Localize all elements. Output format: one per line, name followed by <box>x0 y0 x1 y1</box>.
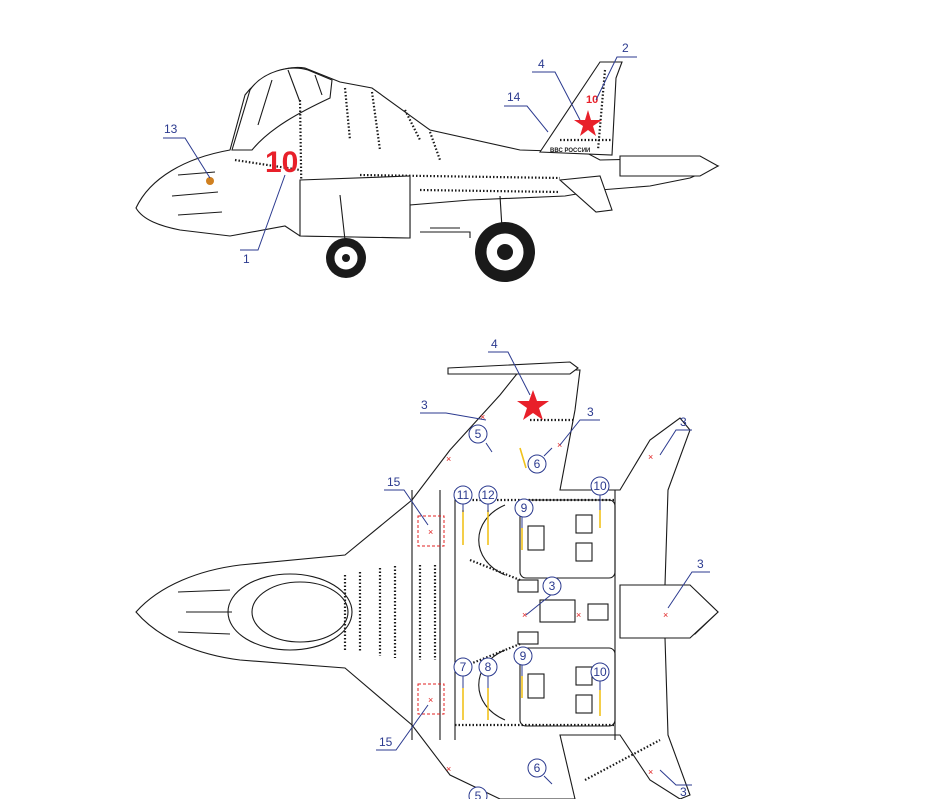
callout-2: 2 <box>622 41 629 55</box>
callout-5: 5 <box>468 424 493 453</box>
side-canopy <box>231 67 333 151</box>
side-fin <box>538 61 623 156</box>
side-rivets <box>234 87 561 231</box>
callout-15: 15 <box>387 475 401 489</box>
top-stencils <box>462 447 601 720</box>
callout-6: 6 <box>527 447 553 474</box>
callout-3-circled: 3 <box>542 576 562 596</box>
callout-9: 9 <box>514 498 534 528</box>
svg-text:5: 5 <box>475 789 482 799</box>
top-tail-boom <box>619 584 719 639</box>
svg-text:×: × <box>663 610 668 620</box>
callout-12: 12 <box>478 485 498 512</box>
top-rivets <box>343 418 661 799</box>
callout-8: 8 <box>478 657 498 688</box>
top-circled-callouts: 3 5 6 11 12 <box>453 424 610 799</box>
side-fuselage <box>135 66 720 239</box>
callout-4: 4 <box>538 57 545 71</box>
svg-text:12: 12 <box>481 488 495 502</box>
side-nose-wheel <box>326 194 366 278</box>
svg-text:5: 5 <box>475 427 482 441</box>
callout-3: 3 <box>680 415 687 429</box>
svg-text:10: 10 <box>593 665 607 679</box>
svg-text:6: 6 <box>534 457 541 471</box>
callout-7: 7 <box>453 657 473 688</box>
callout-1: 1 <box>243 252 250 266</box>
callout-3: 3 <box>697 557 704 571</box>
callout-5: 5 <box>468 786 488 799</box>
svg-text:×: × <box>522 610 527 620</box>
callout-14: 14 <box>507 90 521 104</box>
side-intake <box>299 175 411 239</box>
top-missile <box>447 361 579 375</box>
svg-text:×: × <box>446 454 451 464</box>
callout-9: 9 <box>513 646 533 676</box>
side-number-marking: 10 <box>265 146 298 179</box>
side-missile <box>619 155 720 177</box>
top-view: × × × × × × × × × × × 4 3 3 3 3 15 15 <box>135 337 719 799</box>
callout-6: 6 <box>527 758 553 785</box>
side-callouts: 13 1 4 2 14 <box>163 41 637 266</box>
svg-text:×: × <box>576 610 581 620</box>
nose-emblem-icon <box>206 177 214 185</box>
svg-text:×: × <box>648 767 653 777</box>
svg-text:×: × <box>557 440 562 450</box>
fin-text-marking: ВВС РОССИИ <box>550 148 590 154</box>
svg-text:×: × <box>428 527 433 537</box>
side-main-wheel <box>475 195 535 282</box>
top-engine-panels <box>478 499 616 727</box>
callout-13: 13 <box>164 122 178 136</box>
callout-3: 3 <box>680 785 687 799</box>
top-plain-callouts: 4 3 3 3 3 15 15 3 <box>376 337 710 799</box>
svg-text:×: × <box>428 695 433 705</box>
callout-11: 11 <box>453 485 473 512</box>
svg-text:9: 9 <box>520 649 527 663</box>
svg-text:8: 8 <box>485 660 492 674</box>
side-view: 10 10 ВВС РОССИИ 13 1 4 2 14 <box>135 41 720 282</box>
fin-star-icon <box>574 110 602 136</box>
svg-text:×: × <box>648 452 653 462</box>
svg-text:11: 11 <box>457 488 470 502</box>
svg-text:×: × <box>480 412 485 422</box>
svg-text:6: 6 <box>534 761 541 775</box>
fin-number-marking: 10 <box>586 94 598 106</box>
callout-3: 3 <box>421 398 428 412</box>
callout-10: 10 <box>590 476 610 510</box>
callout-15: 15 <box>379 735 393 749</box>
top-star-icon <box>517 390 549 420</box>
svg-text:9: 9 <box>521 501 528 515</box>
side-nose-lines <box>171 171 223 216</box>
callout-3: 3 <box>587 405 594 419</box>
callout-4: 4 <box>491 337 498 351</box>
svg-text:3: 3 <box>549 579 556 593</box>
side-stabilizer <box>558 175 613 213</box>
callout-10: 10 <box>590 662 610 690</box>
top-red-panel <box>417 515 445 547</box>
svg-text:10: 10 <box>593 479 607 493</box>
svg-text:×: × <box>446 764 451 774</box>
top-red-panel <box>417 683 445 715</box>
svg-text:7: 7 <box>460 660 467 674</box>
top-canopy <box>227 573 353 651</box>
